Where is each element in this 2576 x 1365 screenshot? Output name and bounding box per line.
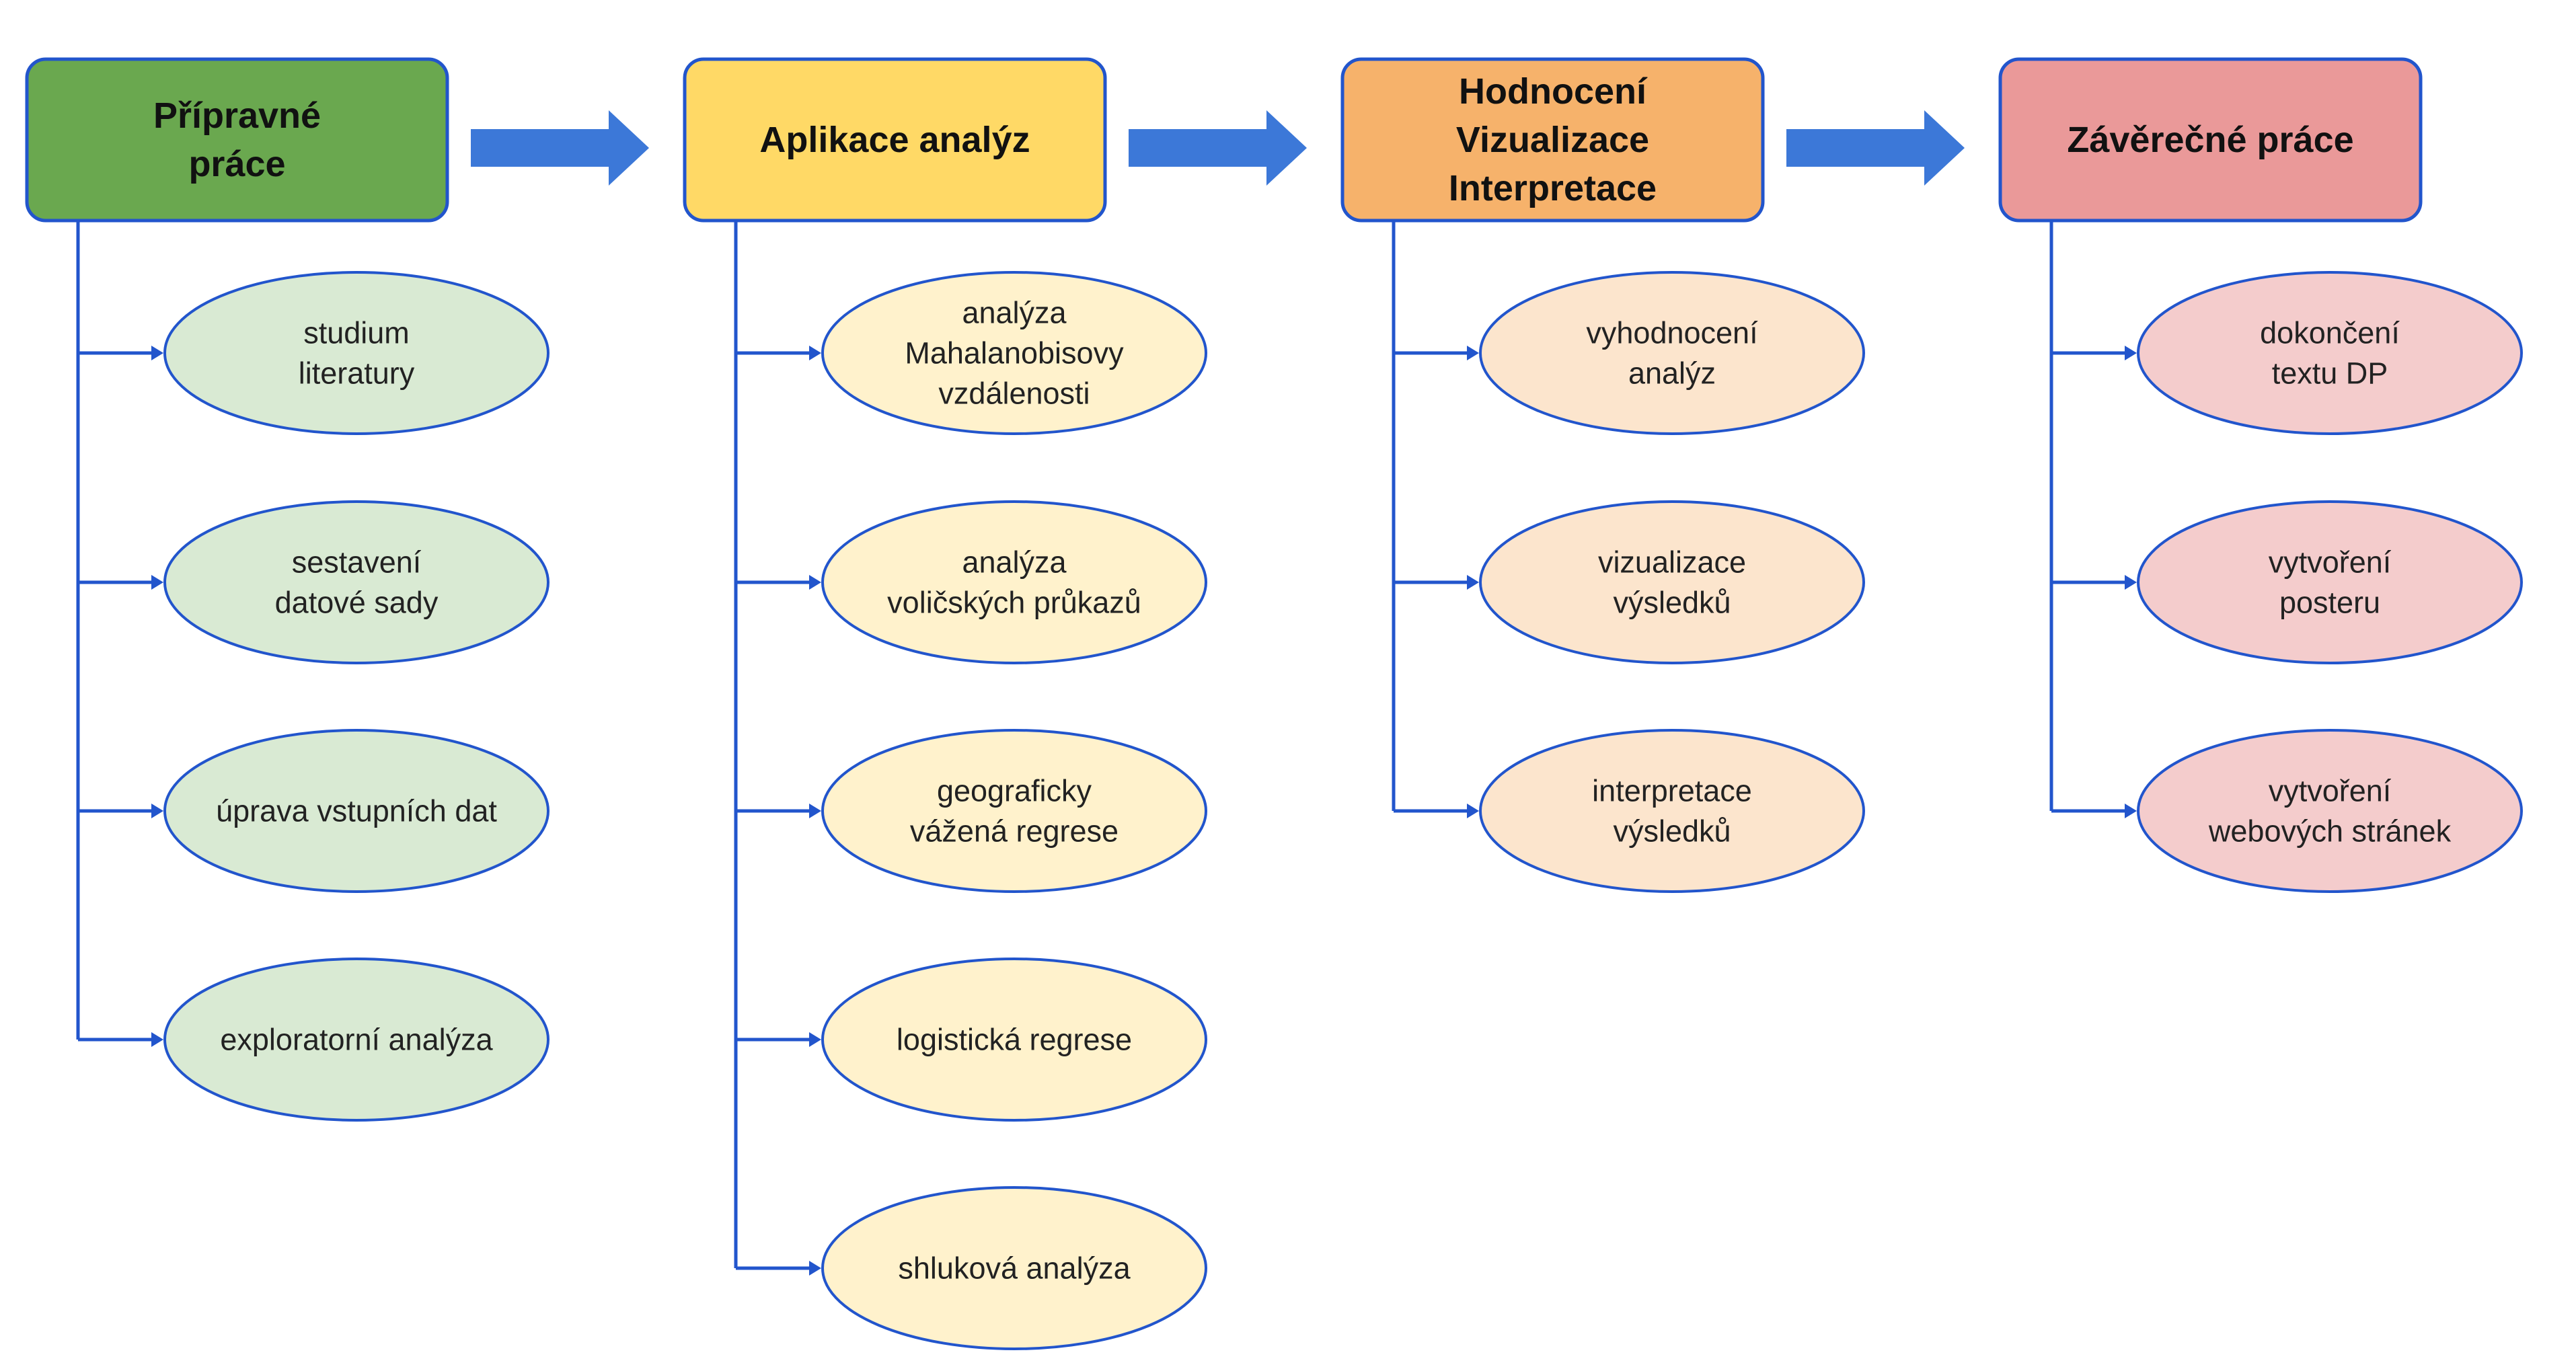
connector-arrowhead [1467,804,1479,818]
task-label-line: vyhodnocení [1586,316,1758,350]
task-node: analýza voličských průkazů [821,500,1207,664]
connector-arrowhead [809,1032,821,1047]
task-label-line: exploratorní analýza [220,1023,493,1057]
stage-1: Přípravné práce studium literatury sestavení… [25,57,550,1122]
flow-arrows [471,110,1965,186]
stage-title-line: Přípravné [153,95,321,136]
stage-title-line: Interpretace [1449,168,1657,208]
stage-2: Aplikace analýzanalýzaMahalanobisovyvzdá… [683,57,1207,1350]
stage-title-line: Hodnocení [1459,71,1648,112]
stage-box [1340,57,1765,223]
connector-arrowhead [809,575,821,590]
task-label-line: geograficky [937,774,1092,808]
stages: Přípravné práce studium literatury sestavení… [25,57,2523,1350]
task-label-line: výsledků [1613,814,1731,849]
connector-arrowhead [151,346,163,360]
stage-title-line: práce [188,144,285,184]
task-label-line: interpretace [1592,774,1752,808]
connector-arrowhead [2125,575,2137,590]
task-ellipse [821,958,1207,1122]
task-label-line: úprava vstupních dat [216,794,497,828]
task-ellipse [821,729,1207,893]
task-node: vyhodnocení analýz [1479,271,1865,435]
task-label-line: vytvoření [2269,545,2392,580]
stage-box [1998,57,2423,223]
flow-arrow-2 [1129,110,1307,186]
task-label-line: vzdálenosti [938,377,1090,411]
task-label-line: dokončení [2260,316,2400,350]
connector-arrowhead [809,804,821,818]
task-label-line: vytvoření [2269,774,2392,808]
connector-arrowhead [809,346,821,360]
connector-arrowhead [2125,346,2137,360]
task-ellipse [1479,500,1865,664]
task-ellipse [163,500,550,664]
task-node: interpretace výsledků [1479,729,1865,893]
task-ellipse [163,271,550,435]
task-label-line: výsledků [1613,586,1731,620]
stage-title-line: Aplikace analýz [759,120,1030,160]
task-label-line: analýz [1628,356,1716,391]
task-node: dokončení textu DP [2137,271,2523,435]
task-node: geograficky vážená regrese [821,729,1207,893]
task-label-line: voličských průkazů [887,586,1141,620]
task-ellipse [1479,271,1865,435]
task-ellipse [163,729,550,893]
task-node: shluková analýza [821,1186,1207,1350]
task-label-line: textu DP [2272,356,2388,391]
connector-arrowhead [2125,804,2137,818]
task-label-line: analýza [962,545,1067,580]
flow-arrow-3 [1786,110,1965,186]
task-label-line: vážená regrese [910,814,1119,849]
connector-arrowhead [1467,575,1479,590]
task-label-line: sestavení [292,545,422,580]
task-node: vytvoření webových stránek [2137,729,2523,893]
task-node: úprava vstupních dat [163,729,550,893]
task-label-line: posteru [2279,586,2380,620]
task-label-line: shluková analýza [898,1251,1131,1286]
connector-arrowhead [809,1261,821,1276]
task-label-line: vizualizace [1598,545,1746,580]
task-node: vytvoření posteru [2137,500,2523,664]
task-label-line: studium [303,316,410,350]
flow-arrow-1 [471,110,649,186]
task-ellipse [163,958,550,1122]
stage-title-line: Vizualizace [1456,120,1649,160]
connector-arrowhead [1467,346,1479,360]
task-node: sestavení datové sady [163,500,550,664]
stage-box [683,57,1107,223]
connector-arrowhead [151,575,163,590]
task-label-line: Mahalanobisovy [905,336,1124,370]
stage-title-line: Závěrečné práce [2067,120,2353,160]
stage-box [25,57,449,223]
task-ellipse [821,1186,1207,1350]
task-node: exploratorní analýza [163,958,550,1122]
task-ellipse [1479,729,1865,893]
task-ellipse [2137,271,2523,435]
task-node: studium literatury [163,271,550,435]
task-label-line: datové sady [275,586,439,620]
task-label-line: literatury [299,356,415,391]
task-label-line: logistická regrese [897,1023,1132,1057]
task-ellipse [2137,729,2523,893]
connectors [76,221,2137,1276]
task-label-line: webových stránek [2208,814,2452,849]
task-ellipse [821,271,1207,435]
task-label-line: analýza [962,296,1067,330]
connector-arrowhead [151,804,163,818]
stage-4: Závěrečné práce dokončení textu DP vytvořen… [1998,57,2523,893]
task-node: vizualizace výsledků [1479,500,1865,664]
connector-arrowhead [151,1032,163,1047]
task-ellipse [2137,500,2523,664]
task-node: logistická regrese [821,958,1207,1122]
task-ellipse [821,500,1207,664]
